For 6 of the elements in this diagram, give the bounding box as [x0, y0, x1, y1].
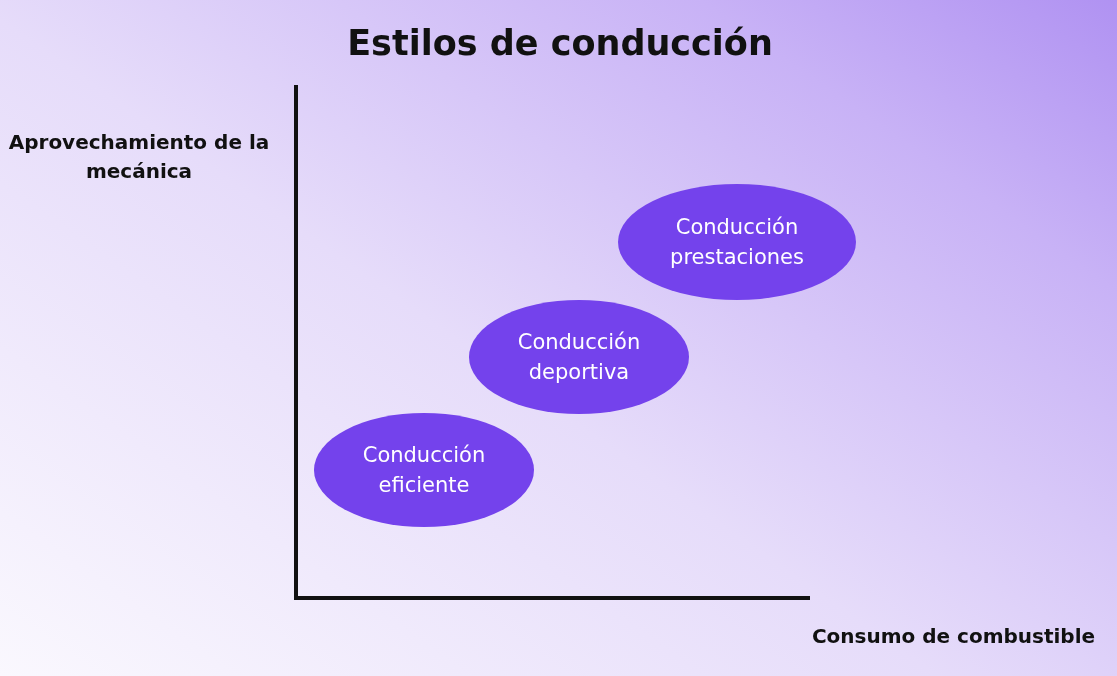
node-label: Conducción deportiva — [516, 328, 642, 386]
node-label: Conducción eficiente — [361, 441, 487, 499]
x-axis-label: Consumo de combustible — [810, 623, 1097, 650]
title: Estilos de conducción — [346, 22, 774, 64]
node-label: Conducción prestaciones — [669, 213, 805, 271]
y-axis-label: Aprovechamiento de la mecánica — [8, 129, 270, 185]
